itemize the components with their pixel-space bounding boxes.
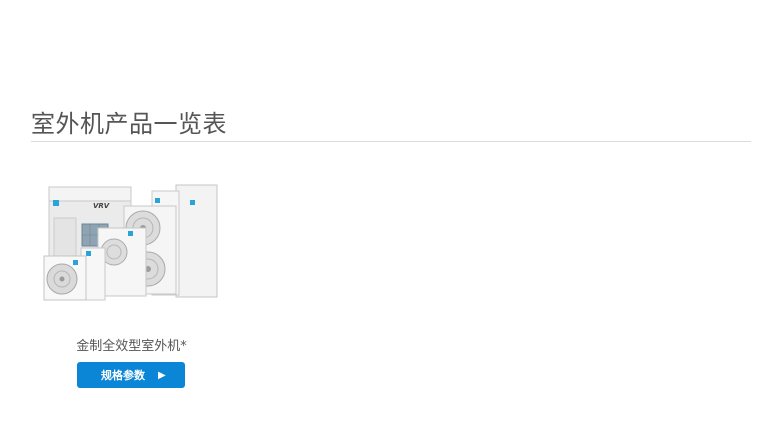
title-divider — [31, 141, 751, 142]
outdoor-units-image[interactable]: VRV — [40, 178, 220, 308]
spec-params-button[interactable]: 规格参数 ▶ — [77, 362, 185, 388]
play-arrow-icon: ▶ — [158, 369, 166, 381]
spec-params-button-label: 规格参数 — [101, 369, 145, 382]
page-title: 室外机产品一览表 — [31, 110, 227, 139]
vrv-logo-text: VRV — [93, 202, 110, 210]
product-name: 金制全效型室外机* — [76, 339, 187, 354]
